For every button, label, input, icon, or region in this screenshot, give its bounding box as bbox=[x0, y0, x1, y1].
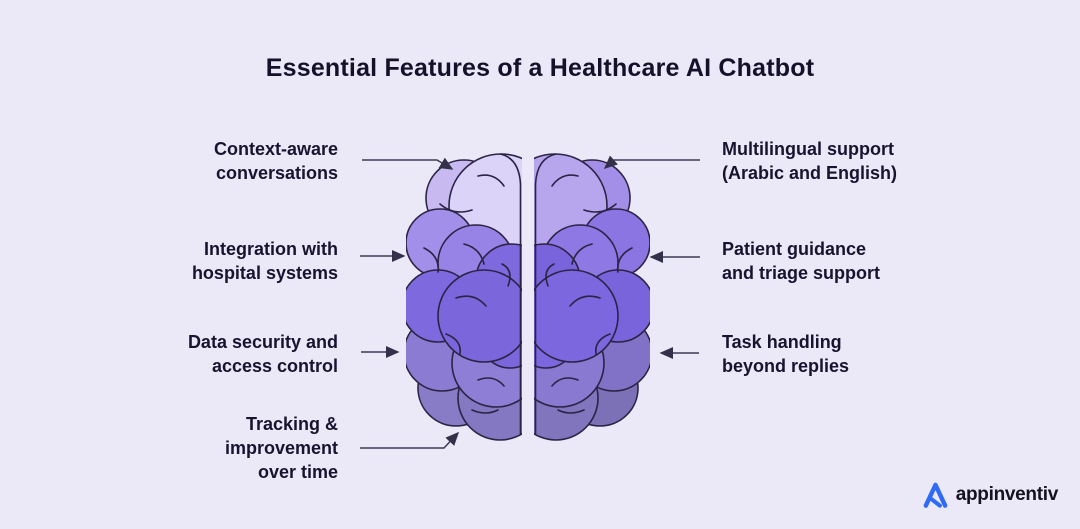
feature-line: beyond replies bbox=[722, 356, 850, 376]
feature-line: access control bbox=[211, 356, 338, 376]
feature-line: Task handling bbox=[722, 332, 842, 352]
feature-line: and triage support bbox=[722, 263, 881, 283]
feature-integration-hospital-systems: Integration with hospital systems bbox=[192, 237, 338, 285]
feature-line: Context-aware bbox=[213, 139, 338, 159]
feature-line: Tracking & bbox=[245, 414, 338, 434]
feature-patient-guidance-triage: Patient guidance and triage support bbox=[722, 237, 880, 285]
appinventiv-logo: appinventiv bbox=[922, 481, 1058, 509]
feature-context-aware-conversations: Context-aware conversations bbox=[214, 137, 338, 185]
feature-multilingual-support: Multilingual support (Arabic and English… bbox=[722, 137, 897, 185]
feature-data-security-access-control: Data security and access control bbox=[188, 330, 338, 378]
feature-line: Patient guidance bbox=[722, 239, 867, 259]
feature-line: (Arabic and English) bbox=[722, 163, 898, 183]
feature-tracking-improvement-over-time: Tracking & improvement over time bbox=[225, 412, 338, 484]
page-title: Essential Features of a Healthcare AI Ch… bbox=[265, 54, 815, 82]
brain-right-hemisphere bbox=[534, 153, 650, 441]
feature-line: conversations bbox=[215, 163, 338, 183]
brain-illustration bbox=[406, 153, 650, 441]
brain-left-hemisphere bbox=[406, 153, 522, 441]
feature-line: Data security and bbox=[187, 332, 338, 352]
appinventiv-a-icon bbox=[923, 482, 948, 508]
brand-name: appinventiv bbox=[955, 484, 1059, 505]
feature-line: improvement bbox=[224, 438, 338, 458]
feature-line: hospital systems bbox=[191, 263, 338, 283]
feature-line: over time bbox=[257, 462, 338, 482]
feature-line: Integration with bbox=[204, 239, 338, 259]
feature-task-handling-beyond-replies: Task handling beyond replies bbox=[722, 330, 849, 378]
feature-line: Multilingual support bbox=[722, 139, 894, 159]
